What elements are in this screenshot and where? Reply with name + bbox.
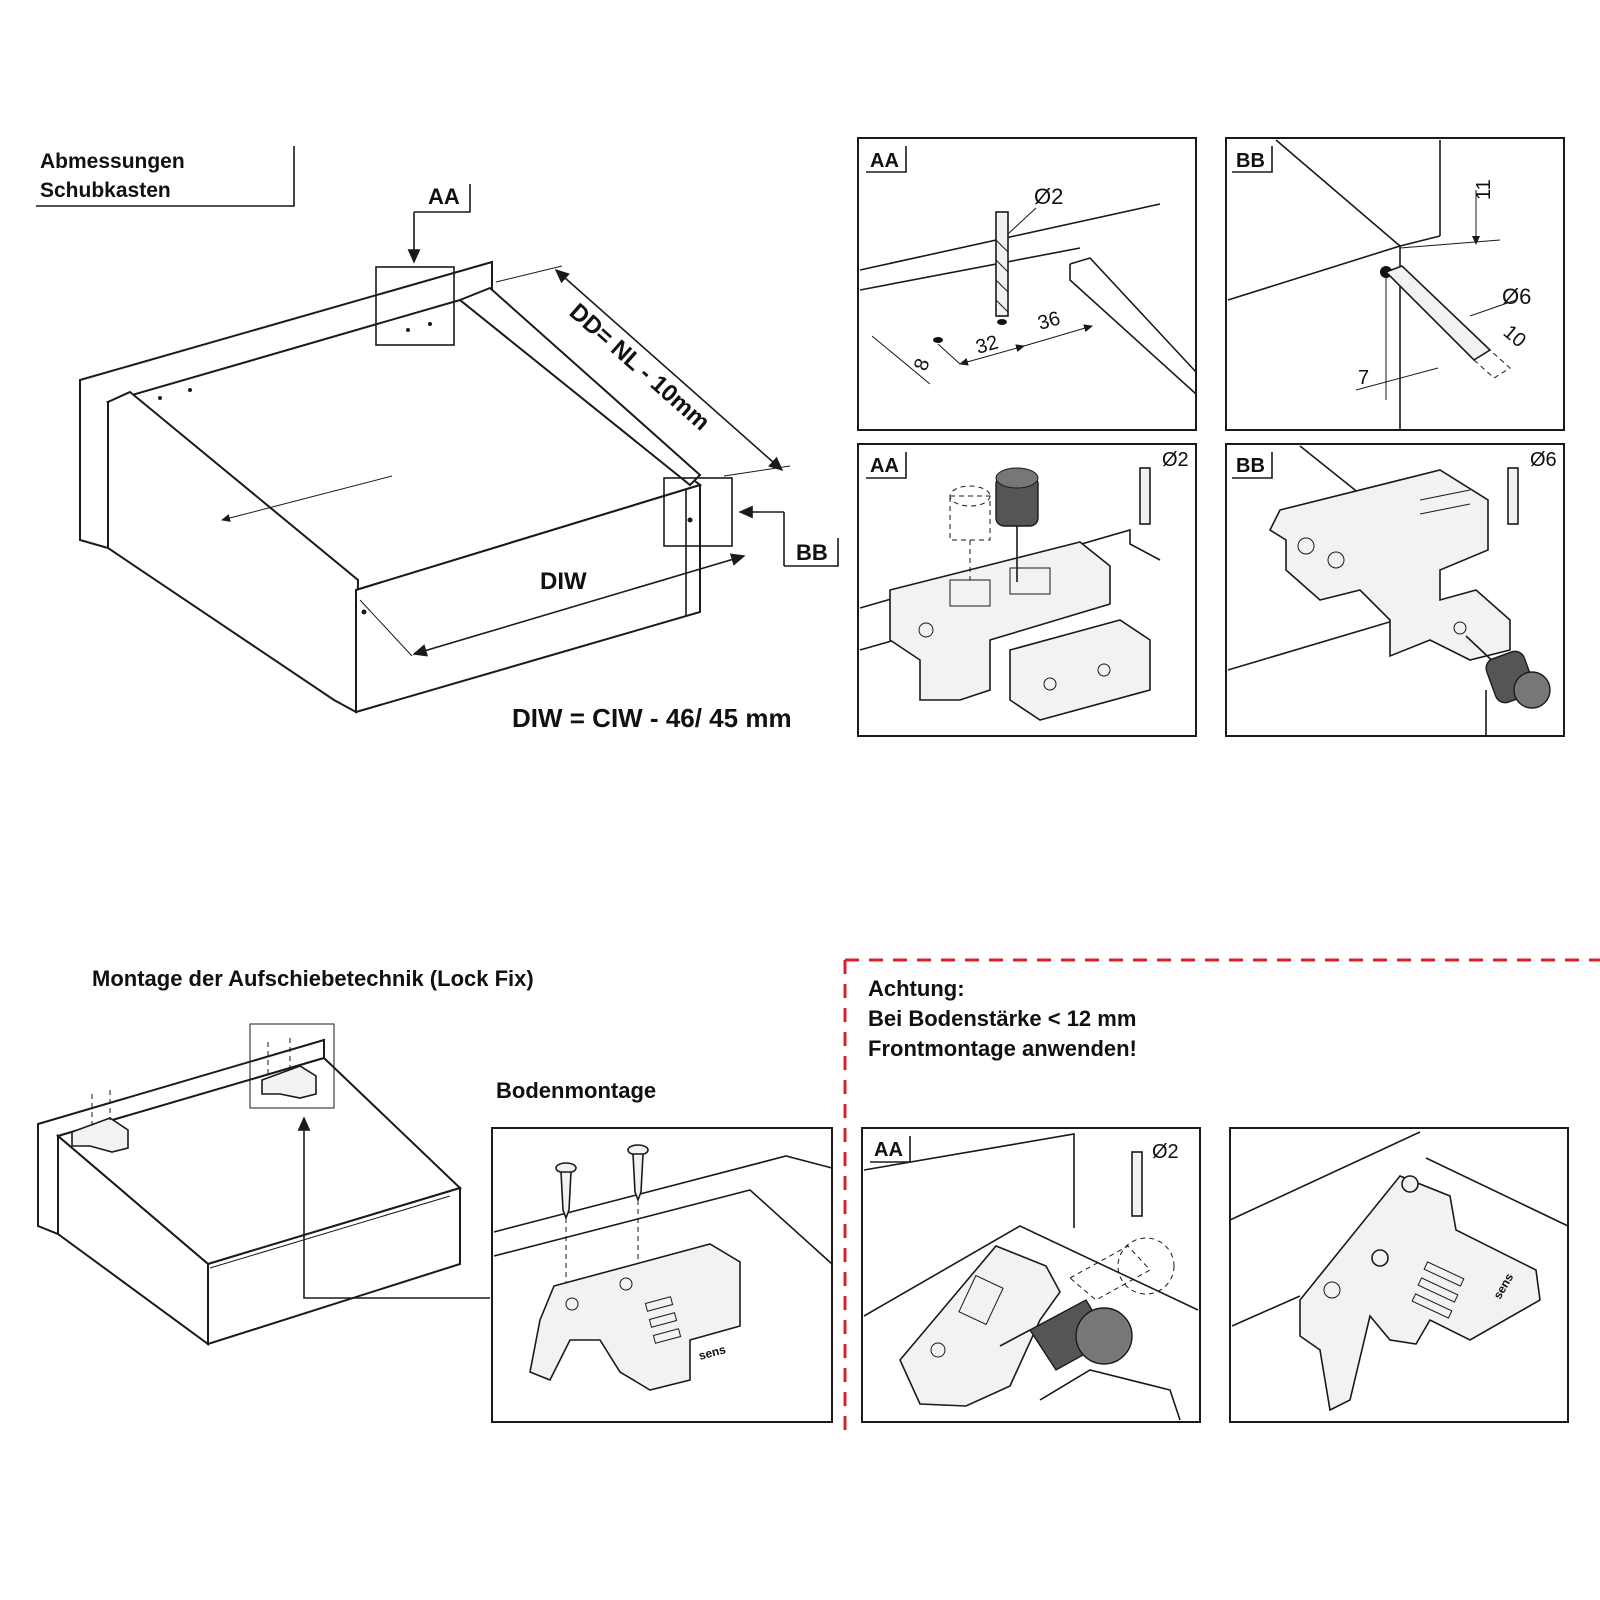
bodenmontage-arrow (297, 1116, 490, 1299)
section-frontmontage: Achtung: Bei Bodenstärke < 12 mm Frontmo… (843, 958, 1600, 1440)
small-lock-fix-left (71, 1117, 129, 1153)
dd-dimension-line (554, 268, 784, 472)
lock-fix-coupling-right (1009, 619, 1151, 721)
detail-aa-drilling: AA Ø2 8 32 36 (857, 137, 1197, 431)
detail-aa-mid-tag: AA (870, 455, 899, 477)
diw-label: DIW (540, 568, 587, 595)
lock-fix-front-part (899, 1245, 1061, 1407)
dimensions-title-line2: Schubkasten (40, 179, 171, 202)
detail-aa-top-tag: AA (870, 150, 899, 172)
dim-7: 7 (1358, 367, 1369, 389)
drill-diameter-bottom: Ø2 (1152, 1141, 1179, 1163)
detail-aa-bottom-tag: AA (874, 1139, 903, 1161)
detail-bb-top-tag: BB (1236, 150, 1265, 172)
drill-bit-small-icon (1139, 467, 1151, 525)
lock-fix-title: Montage der Aufschiebetechnik (Lock Fix) (92, 966, 534, 991)
drill-diameter-bb-label: Ø6 (1502, 284, 1531, 309)
detail-bb-drilling: BB 11 Ø6 10 7 (1225, 137, 1565, 431)
detail-aa-mounting: AA Ø2 (857, 443, 1197, 737)
screw-icon-2 (627, 1144, 649, 1282)
warning-line3: Frontmontage anwenden! (868, 1036, 1137, 1061)
lock-fix-coupling (889, 541, 1111, 701)
drill-diameter-label: Ø2 (1034, 184, 1063, 209)
drill-bit-bottom-icon (1131, 1151, 1143, 1217)
dim-11: 11 (1473, 179, 1495, 200)
small-drawer-side (57, 1133, 209, 1346)
lock-fix-coupling-bb (1268, 469, 1511, 661)
section-dimensions: Abmessungen Schubkasten (36, 146, 839, 733)
drawer-drawing: AA BB DD= NL - 10mm DIW (79, 184, 839, 714)
lock-fix-part (529, 1243, 741, 1391)
detail-frame-aa (375, 266, 455, 346)
screw-icon (555, 1162, 577, 1300)
detail-frame-bb (663, 477, 733, 547)
drill-bit-icon (995, 211, 1009, 317)
bodenmontage-title: Bodenmontage (496, 1078, 656, 1103)
dimensions-title-line1: Abmessungen (40, 150, 185, 173)
detail-bb-mounting: BB Ø6 (1225, 443, 1565, 737)
section-lock-fix: Montage der Aufschiebetechnik (Lock Fix)… (37, 966, 833, 1423)
label-bb: BB (796, 540, 828, 565)
small-lock-fix-right (261, 1065, 317, 1099)
lock-fix-detail-frame (249, 1023, 335, 1109)
drill-bit-small-bb-icon (1507, 467, 1519, 525)
diw-formula: DIW = CIW - 46/ 45 mm (512, 703, 792, 733)
title-bracket (36, 146, 295, 207)
drill-diameter-mid-aa: Ø2 (1162, 449, 1189, 471)
label-bb-bracket (784, 538, 839, 567)
diw-dimension-line (412, 553, 746, 657)
lock-fix-front-result (1299, 1175, 1541, 1412)
label-aa: AA (428, 184, 460, 209)
panel-edge (859, 203, 1161, 271)
warning-line2: Bei Bodenstärke < 12 mm (868, 1006, 1136, 1031)
detail-bb-top-frame (1225, 137, 1565, 431)
brand-logo: sens (697, 1342, 727, 1363)
detail-aa-top-frame (857, 137, 1197, 431)
drill-diameter-mid-bb: Ø6 (1530, 449, 1557, 471)
warning-line1: Achtung: (868, 976, 965, 1001)
detail-bb-mid-tag: BB (1236, 455, 1265, 477)
label-aa-bracket (414, 184, 471, 213)
